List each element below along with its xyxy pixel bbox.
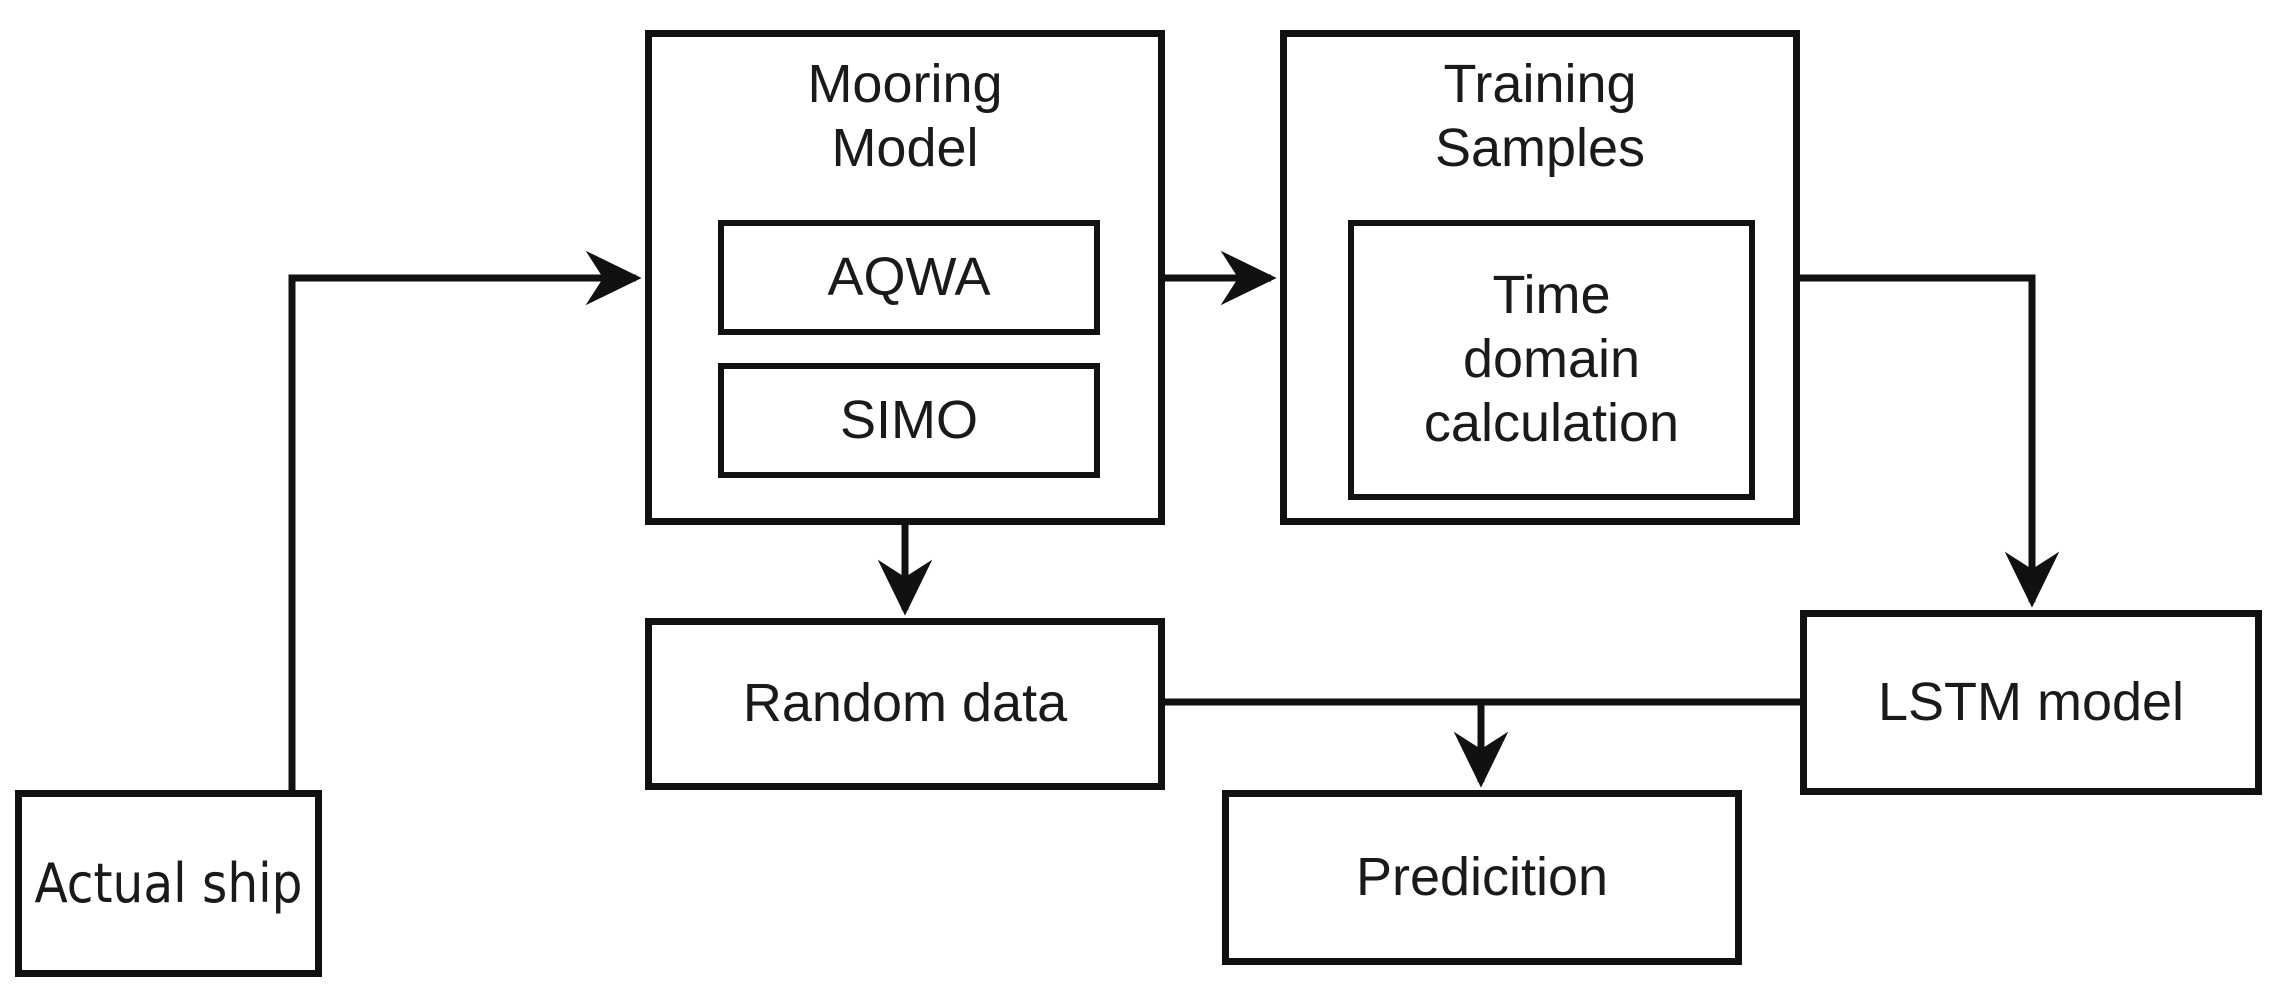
edge-training-samples-to-lstm-model	[1800, 274, 2060, 608]
node-simo-label: SIMO	[839, 389, 978, 450]
node-training-samples-label: Training Samples	[1434, 54, 1646, 178]
node-lstm-model-label: LSTM model	[1877, 671, 2185, 732]
node-actual-ship[interactable]: Actual ship	[15, 790, 322, 977]
node-time-domain-calculation-label: Time domain calculation	[1423, 265, 1680, 453]
node-predicition[interactable]: Predicition	[1222, 790, 1742, 965]
node-simo[interactable]: SIMO	[718, 363, 1100, 478]
node-predicition-label: Predicition	[1355, 846, 1609, 907]
edge-actual-ship-to-mooring-model	[288, 250, 642, 790]
node-aqwa-label: AQWA	[827, 246, 991, 307]
node-random-data[interactable]: Random data	[645, 618, 1165, 790]
node-mooring-model-label: Mooring Model	[807, 54, 1003, 178]
node-lstm-model[interactable]: LSTM model	[1800, 610, 2262, 795]
node-aqwa[interactable]: AQWA	[718, 220, 1100, 335]
node-time-domain-calculation[interactable]: Time domain calculation	[1348, 220, 1755, 500]
node-random-data-label: Random data	[742, 673, 1068, 734]
node-actual-ship-label: Actual ship	[34, 851, 303, 915]
